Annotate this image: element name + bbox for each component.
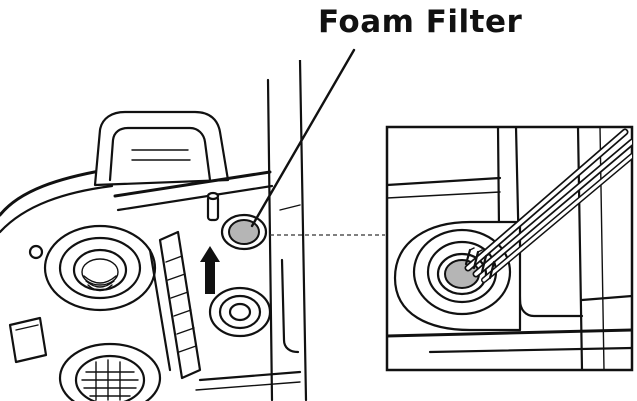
callout-leader-line xyxy=(250,48,356,228)
removal-tool xyxy=(464,128,632,283)
foam-filter-main xyxy=(220,213,268,251)
detail-inset xyxy=(385,125,634,372)
up-arrow xyxy=(200,246,220,294)
upper-port xyxy=(43,224,157,312)
lower-port xyxy=(58,342,162,401)
lower-socket xyxy=(208,286,272,338)
foam-filter-label: Foam Filter xyxy=(318,4,523,40)
device-housing xyxy=(0,60,308,401)
